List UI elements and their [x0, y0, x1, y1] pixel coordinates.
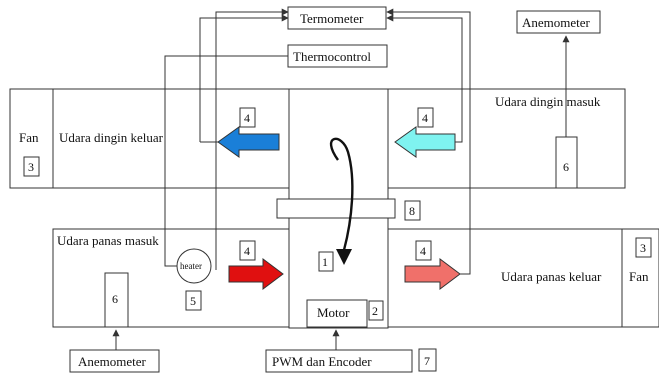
wire-cold-in-to-termometer	[386, 14, 463, 143]
udara-panas-masuk-label: Udara panas masuk	[57, 233, 159, 248]
number-4-hot-left: 4	[244, 244, 250, 258]
number-box-3-right	[635, 237, 652, 258]
arrow-cold-in	[394, 126, 456, 158]
motor-label: Motor	[317, 305, 350, 320]
number-4-cold-left: 4	[244, 111, 250, 125]
udara-dingin-keluar-label: Udara dingin keluar	[59, 130, 164, 145]
wire-hot-in-to-termometer	[215, 8, 289, 270]
motor-box	[306, 299, 368, 328]
fan-right-label: Fan	[629, 269, 649, 284]
number-5: 5	[190, 294, 196, 308]
termometer-label: Termometer	[300, 11, 364, 26]
fan-left-label: Fan	[19, 130, 39, 145]
number-6-left: 6	[112, 292, 118, 306]
number-3-left: 3	[28, 160, 34, 174]
wire-hot-out-to-termometer	[386, 8, 471, 275]
wire-heater-to-thermocontrol	[164, 55, 288, 267]
anemometer-sensor-left	[104, 272, 129, 328]
anemometer-bottom-label: Anemometer	[78, 354, 147, 369]
number-3-right: 3	[640, 241, 646, 255]
pwm-label: PWM dan Encoder	[272, 354, 372, 369]
udara-panas-keluar-label: Udara panas keluar	[501, 269, 602, 284]
thermocontrol-label: Thermocontrol	[293, 49, 371, 64]
anemometer-top-label: Anemometer	[522, 15, 591, 30]
duct-bottom-left	[52, 228, 290, 328]
number-6-right: 6	[563, 160, 569, 174]
number-box-4-cold-left	[239, 107, 256, 128]
number-8: 8	[409, 204, 415, 218]
number-box-2	[368, 300, 384, 321]
arrow-hot-in	[228, 258, 284, 290]
number-box-7	[418, 348, 437, 372]
number-4-hot-right: 4	[420, 244, 426, 258]
number-box-4-hot-left	[239, 240, 256, 261]
udara-dingin-masuk-label: Udara dingin masuk	[495, 94, 601, 109]
seal-plate	[276, 198, 396, 219]
number-1: 1	[322, 255, 328, 269]
number-box-4-hot-right	[415, 240, 432, 261]
arrow-cold-out	[217, 126, 280, 158]
pwm-box	[265, 349, 413, 373]
wire-left-vertical-outer	[199, 14, 289, 142]
rotation-arrowhead	[336, 249, 352, 265]
number-4-cold-right: 4	[422, 111, 428, 125]
number-box-1	[318, 251, 334, 272]
number-box-8	[404, 200, 421, 221]
number-box-5	[185, 290, 202, 311]
number-box-4-cold-right	[417, 107, 434, 128]
rotation-arrow	[330, 137, 354, 251]
anemometer-top-box	[516, 10, 601, 34]
arrow-hot-out	[404, 258, 461, 290]
duct-bottom-right	[387, 228, 659, 328]
anemometer-bottom-box	[69, 349, 160, 373]
heater-label: heater	[180, 261, 202, 271]
number-7: 7	[424, 354, 430, 368]
number-2: 2	[372, 304, 378, 318]
number-box-3-left	[23, 156, 40, 177]
